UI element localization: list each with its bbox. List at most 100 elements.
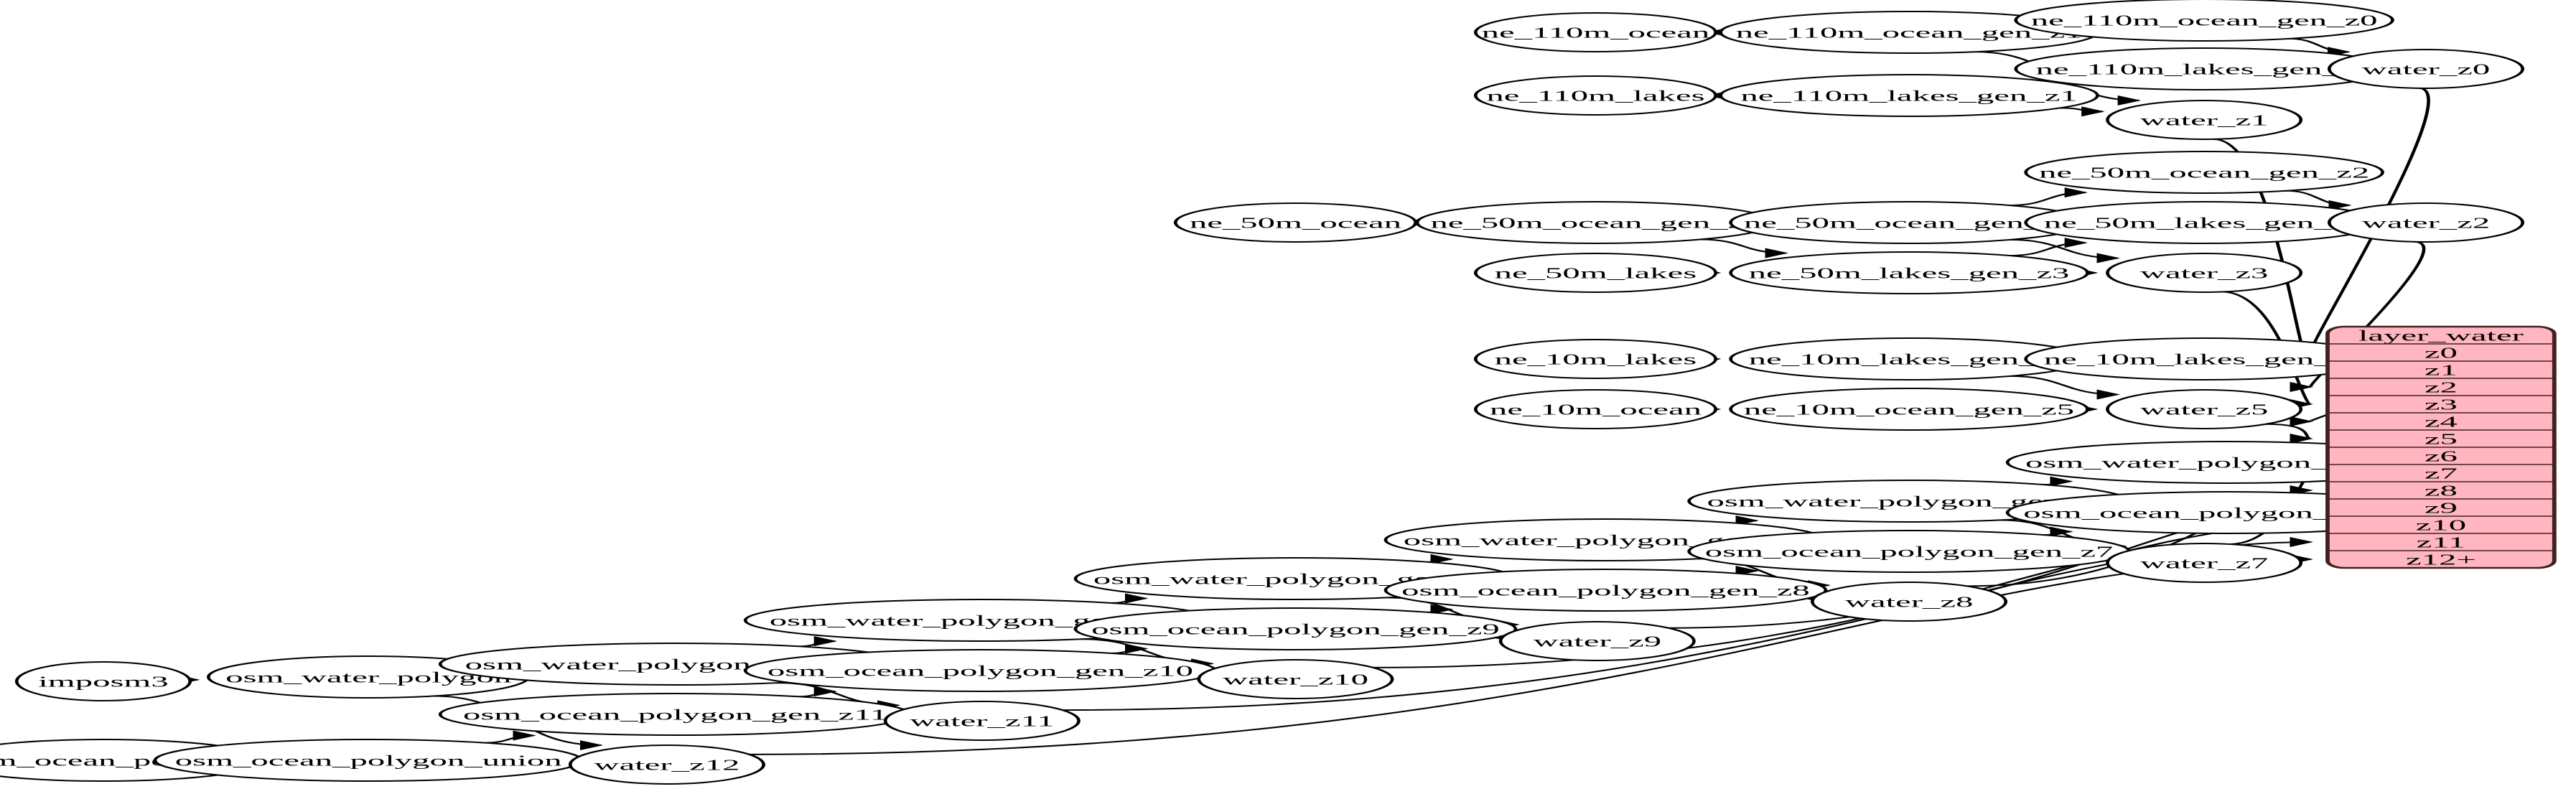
graph-node-water_z11[interactable]: water_z11 [883,701,1081,741]
graph-node-water_z2[interactable]: water_z2 [2327,202,2525,243]
graph-node-osm_ocean_polygon_gen_z7[interactable]: osm_ocean_polygon_gen_z7 [1687,530,2131,573]
node-shape [1719,74,2099,117]
node-shape [1473,389,1717,429]
graph-node-ne_10m_lakes_gen_z4[interactable]: ne_10m_lakes_gen_z4 [2024,337,2384,381]
graph-edge [798,636,838,648]
node-label: osm_ocean_polygon_gen_z10 [767,663,1193,680]
graph-node-water_z3[interactable]: water_z3 [2106,253,2303,293]
node-label: water_z1 [2140,113,2269,129]
node-label: osm_water_polygon [225,670,511,686]
node-label: ne_110m_lakes [1486,88,1704,105]
table-row-z6[interactable]: z6 [2425,449,2458,465]
table-header-label: layer_water [2358,328,2524,345]
node-label: water_z7 [2140,556,2269,572]
node-shape [1473,75,1717,116]
node-label: water_z12 [594,757,739,774]
table-row-z10[interactable]: z10 [2416,518,2466,534]
node-shape [2106,543,2303,583]
node-label: ne_110m_ocean_gen_z1 [1736,25,2083,42]
table-outline [2325,325,2557,569]
node-shape [1811,582,2008,622]
graph-edge [2285,190,2352,210]
graph-node-water_z12[interactable]: water_z12 [568,744,765,785]
graph-node-water_z9[interactable]: water_z9 [1498,621,1696,661]
graph-node-water_z7[interactable]: water_z7 [2106,543,2303,583]
graph-edge [2010,375,2120,400]
node-label: ne_10m_lakes_gen_z4 [2044,352,2365,368]
graph-node-water_z8[interactable]: water_z8 [1811,582,2008,622]
graph-node-osm_ocean_polygon_union[interactable]: osm_ocean_polygon_union [153,739,584,782]
table-row-z12+[interactable]: z12+ [2406,552,2476,569]
graph-node-osm_ocean_polygon_gen_z9[interactable]: osm_ocean_polygon_gen_z9 [1073,607,1518,650]
graph-node-water_z0[interactable]: water_z0 [2327,49,2525,89]
node-label: osm_ocean_polygon_gen_z9 [1091,622,1500,638]
graph-node-ne_50m_lakes[interactable]: ne_50m_lakes [1473,253,1717,293]
table-row-z4[interactable]: z4 [2425,414,2458,431]
graph-edge [798,686,838,698]
table-row-z5[interactable]: z5 [2425,431,2458,448]
node-shape [1073,607,1518,650]
node-label: ne_50m_ocean_gen_z4 [1430,215,1761,232]
node-shape [1729,388,2089,431]
node-shape [1473,253,1717,293]
node-label: ne_50m_ocean_gen_z3 [1744,215,2074,232]
node-label: ne_110m_ocean_gen_z0 [2031,13,2378,29]
node-label: water_z3 [2140,266,2269,282]
nodes-layer: imposm3 osm_water_polygon osm_ocean_polygo… [0,0,2525,785]
table-row-z9[interactable]: z9 [2425,500,2458,517]
table-row-z3[interactable]: z3 [2425,397,2458,414]
layer-edge [2289,241,2426,392]
graph-node-ne_10m_ocean_gen_z5[interactable]: ne_10m_ocean_gen_z5 [1729,388,2089,431]
graph-node-osm_ocean_polygon_gen_z10[interactable]: osm_ocean_polygon_gen_z10 [743,649,1218,692]
node-shape [2106,389,2303,429]
node-label: ne_50m_ocean_gen_z2 [2039,165,2369,182]
graph-node-imposm3[interactable]: imposm3 [14,661,192,701]
table-row-z7[interactable]: z7 [2425,466,2458,482]
graph-edge [2060,106,2105,117]
graph-node-ne_110m_lakes_gen_z0[interactable]: ne_110m_lakes_gen_z0 [2014,47,2394,90]
node-shape [568,744,765,785]
node-label: ne_50m_ocean [1190,215,1401,232]
node-shape [883,701,1081,741]
table-row-z0[interactable]: z0 [2425,345,2458,362]
graph-node-water_z10[interactable]: water_z10 [1197,659,1394,699]
node-shape [2106,100,2303,140]
node-shape [2024,151,2384,194]
node-label: osm_ocean_polygon_gen_z11 [463,707,887,724]
graph-node-water_z5[interactable]: water_z5 [2106,389,2303,429]
node-shape [14,661,192,701]
node-label: ne_110m_lakes_gen_z1 [1740,88,2077,105]
table-row-z2[interactable]: z2 [2425,380,2458,396]
node-label: ne_50m_lakes_gen_z3 [1749,266,2070,282]
graph-node-ne_50m_lakes_gen_z2[interactable]: ne_50m_lakes_gen_z2 [2024,201,2384,244]
node-shape [2014,0,2394,42]
graph-node-ne_10m_lakes[interactable]: ne_10m_lakes [1473,339,1717,379]
graph-edge [2010,187,2089,207]
node-label: ne_10m_lakes_gen_z5 [1749,352,2070,368]
table-row-z8[interactable]: z8 [2425,483,2458,500]
node-label: water_z2 [2362,215,2491,232]
node-label: ne_10m_lakes [1495,352,1697,368]
node-shape [1498,621,1696,661]
graph-node-ne_50m_lakes_gen_z3[interactable]: ne_50m_lakes_gen_z3 [1729,251,2089,294]
node-label: ne_50m_lakes_gen_z2 [2044,215,2365,232]
graph-node-ne_50m_ocean_gen_z2[interactable]: ne_50m_ocean_gen_z2 [2024,151,2384,194]
table-row-z11[interactable]: z11 [2417,535,2466,551]
graph-node-ne_50m_ocean_gen_z4[interactable]: ne_50m_ocean_gen_z4 [1415,201,1776,244]
graph-node-ne_50m_ocean[interactable]: ne_50m_ocean [1173,202,1417,243]
node-label: osm_ocean_polygon_union [175,753,562,770]
table-row-z1[interactable]: z1 [2425,363,2458,379]
graph-node-ne_110m_lakes_gen_z1[interactable]: ne_110m_lakes_gen_z1 [1719,74,2099,117]
node-label: ne_110m_lakes_gen_z0 [2035,62,2372,78]
graph-node-osm_ocean_polygon_gen_z8[interactable]: osm_ocean_polygon_gen_z8 [1383,569,1828,612]
graph-node-ne_110m_ocean[interactable]: ne_110m_ocean [1473,12,1717,52]
node-label: ne_110m_ocean [1482,25,1710,42]
graph-node-ne_110m_lakes[interactable]: ne_110m_lakes [1473,75,1717,116]
graph-node-osm_ocean_polygon_gen_z11[interactable]: osm_ocean_polygon_gen_z11 [438,693,913,736]
graph-node-water_z1[interactable]: water_z1 [2106,100,2303,140]
graph-node-ne_110m_ocean_gen_z0[interactable]: ne_110m_ocean_gen_z0 [2014,0,2394,42]
graph-edge [2288,37,2351,57]
graph-node-ne_10m_ocean[interactable]: ne_10m_ocean [1473,389,1717,429]
